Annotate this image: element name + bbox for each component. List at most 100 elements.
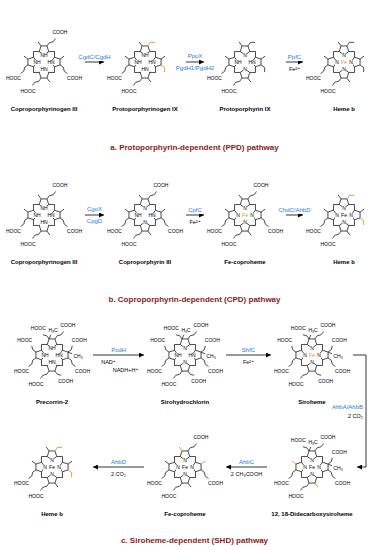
- label-holder: HOOC: [28, 494, 44, 499]
- bond-line: [250, 220, 256, 226]
- atom-label: N: [349, 213, 353, 218]
- label-holder: HOOC: [14, 481, 30, 486]
- atom-label: N: [310, 472, 314, 477]
- enzyme-label: CpfC: [188, 207, 202, 214]
- atom-label: N: [183, 360, 187, 365]
- atom-label: HOOC: [14, 481, 30, 486]
- bond-line: [190, 360, 196, 366]
- bond-line: [201, 352, 205, 354]
- bond-line: [60, 56, 64, 59]
- label-holder: CH₃: [333, 466, 343, 471]
- bond-line: [150, 205, 156, 211]
- label-holder: CH₃: [73, 354, 83, 359]
- bond-line: [55, 371, 61, 375]
- atom-label: Fe: [242, 213, 248, 218]
- molecule-name: Siroheme: [298, 399, 325, 406]
- molecule-name: Heme b: [41, 511, 63, 518]
- bond-line: [328, 464, 332, 466]
- atom-label: COOH: [193, 323, 209, 328]
- label-holder: HOOC: [6, 76, 22, 81]
- bond-line: [176, 335, 182, 339]
- label-holder: COOH: [268, 229, 284, 234]
- atom-label: H₃C: [308, 440, 318, 445]
- enzyme-label: ShfC: [242, 347, 255, 354]
- enzyme-label: AhbA/AhbB: [332, 404, 363, 411]
- atom-label: HN: [148, 60, 156, 65]
- molecule-name: Protoporphyrin IX: [220, 106, 271, 113]
- label-holder: N: [243, 67, 247, 72]
- cofactor-label: Fe²⁺: [289, 66, 300, 72]
- bond-line: [133, 78, 142, 85]
- bond-line: [55, 447, 62, 451]
- enzyme-label: CgoX CpgD: [87, 203, 102, 227]
- bond-line: [162, 358, 169, 367]
- atom-label: HOOC: [164, 326, 180, 331]
- label-holder: Fe: [242, 213, 248, 218]
- atom-label: COOH: [67, 76, 83, 81]
- label-holder: Fe: [49, 465, 55, 470]
- bond-line: [328, 346, 332, 352]
- atom-label: N: [310, 360, 314, 365]
- atom-label: HN: [48, 360, 56, 365]
- label-holder: b. Coproporphyrin-dependent (CPD) pathwa…: [109, 296, 281, 305]
- enzyme-label: PpoX PgdH1/PgdH2: [176, 50, 214, 74]
- bond-line: [139, 195, 142, 199]
- bond-line: [32, 461, 36, 464]
- porphyrin-structure: [222, 42, 266, 86]
- bond-line: [347, 231, 350, 235]
- bond-line: [38, 42, 41, 46]
- pathway-title: c. Siroheme-dependent (SHD) pathway: [121, 537, 268, 546]
- label-holder: CgoX CpgD: [87, 203, 102, 227]
- atom-label: Fe: [341, 60, 347, 65]
- atom-label: HOOC: [320, 89, 336, 94]
- atom-label: HOOC: [14, 369, 30, 374]
- bond-line: [173, 483, 182, 490]
- bond-line: [46, 447, 49, 451]
- label-holder: PpoX PgdH1/PgdH2: [176, 50, 214, 74]
- atom-label: N: [50, 472, 54, 477]
- bond-line: [360, 209, 364, 212]
- bond-line: [135, 52, 141, 58]
- bond-line: [47, 231, 50, 235]
- label-holder: NH: [40, 53, 48, 58]
- bond-line: [315, 444, 324, 451]
- bond-line: [57, 457, 63, 463]
- label-holder: CpfC: [188, 207, 202, 214]
- bond-line: [201, 346, 205, 352]
- enzyme-label: ChdC/AhbD: [278, 207, 310, 214]
- bond-line: [43, 335, 49, 339]
- atom-label: NH: [134, 60, 142, 65]
- atom-label: COOH: [320, 323, 336, 328]
- porphyrin-structure: [289, 332, 336, 379]
- bond-line: [321, 65, 328, 74]
- bond-line: [47, 39, 56, 46]
- bond-line: [332, 78, 341, 85]
- label-holder: H₃C: [308, 328, 318, 333]
- bond-line: [49, 205, 55, 211]
- label-holder: COOH: [191, 379, 207, 384]
- label-holder: HOOC: [274, 481, 290, 486]
- atom-label: Fe: [182, 465, 188, 470]
- atom-label: HOOC: [31, 326, 47, 331]
- molecule-name: Protoporphyrinogen IX: [112, 106, 177, 113]
- bond-line: [248, 78, 251, 82]
- bond-line: [248, 42, 255, 46]
- atom-label: N: [342, 67, 346, 72]
- bond-line: [261, 65, 265, 72]
- label-holder: NH: [40, 206, 48, 211]
- molecule-name: Heme b: [333, 106, 355, 113]
- bond-line: [173, 371, 182, 378]
- atom-label: COOH: [268, 229, 284, 234]
- atom-label: N: [183, 472, 187, 477]
- bond-line: [248, 192, 257, 199]
- label-holder: N: [250, 213, 254, 218]
- bond-line: [349, 205, 355, 211]
- porphyrin-structure: [122, 192, 169, 239]
- bond-line: [68, 346, 72, 352]
- label-holder: N: [190, 465, 194, 470]
- porphyrin-structure: [162, 332, 209, 379]
- label-holder: N: [143, 206, 147, 211]
- bond-line: [32, 78, 41, 85]
- label-holder: HOOC: [17, 338, 33, 343]
- bond-line: [328, 458, 332, 464]
